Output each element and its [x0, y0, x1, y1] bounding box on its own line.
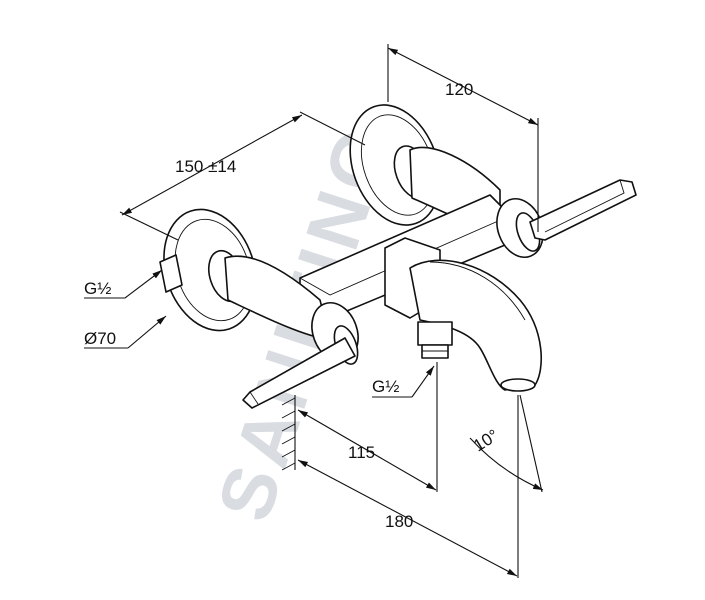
dim-label-thread-left: G½: [84, 279, 111, 298]
dim-label-projection-short: 115: [348, 443, 375, 462]
dim-label-spacing: 150 ±14: [175, 157, 236, 176]
dim-label-angle-group: 10°: [470, 426, 502, 456]
dim-label-top-width: 120: [445, 80, 473, 99]
front-lever: [242, 337, 356, 409]
outlet-connector: [417, 321, 453, 359]
dim-label-angle: 10°: [470, 426, 502, 456]
dim-angle-arc: [469, 437, 544, 491]
dim-line-120: [387, 47, 539, 126]
dim-label-projection-long: 180: [385, 512, 413, 531]
dim-line-180: [297, 459, 518, 577]
spout: [409, 259, 543, 391]
wall-hatching: [281, 395, 296, 471]
front-inlet-stub: [159, 254, 183, 293]
dim-label-thread-outlet: G½: [372, 377, 399, 396]
back-lever: [529, 179, 637, 241]
dim-line-150: [121, 114, 303, 216]
dim-label-diameter: Ø70: [84, 329, 116, 348]
